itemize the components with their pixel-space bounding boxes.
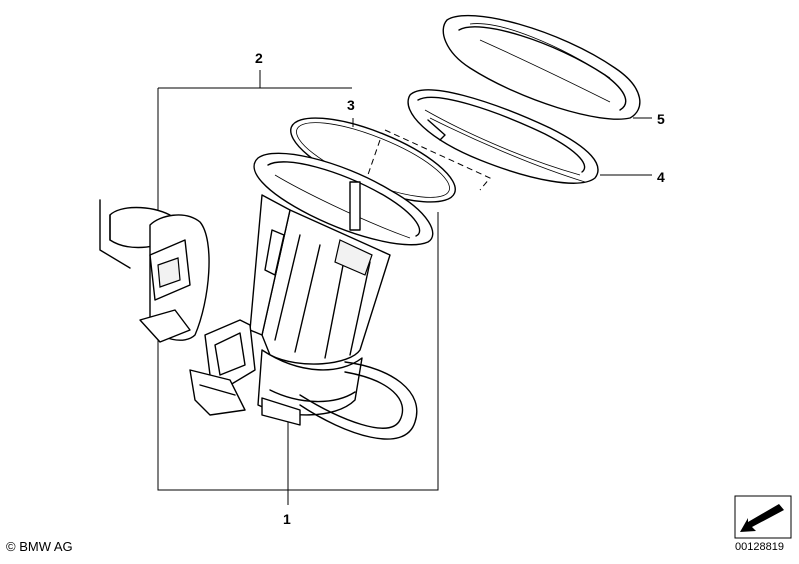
fuel-pump-flange[interactable] <box>253 152 434 246</box>
pump-side-bracket[interactable] <box>249 194 291 336</box>
callout-part-3: 3 <box>347 97 355 113</box>
level-sensor[interactable] <box>99 199 210 343</box>
callout-part-5: 5 <box>657 111 665 127</box>
copyright-text: © BMW AG <box>6 539 73 554</box>
pump-body[interactable] <box>261 181 391 365</box>
callout-part-2: 2 <box>255 50 263 66</box>
sealing-flange[interactable] <box>407 89 599 184</box>
lock-ring[interactable] <box>442 14 641 120</box>
callout-part-1: 1 <box>283 511 291 527</box>
fuel-hose[interactable] <box>299 361 418 440</box>
mounting-clip[interactable] <box>189 319 256 416</box>
filter-housing[interactable] <box>257 349 363 426</box>
leader-lines <box>287 117 652 505</box>
arrow-icon <box>734 495 792 539</box>
callout-part-4: 4 <box>657 169 665 185</box>
document-number: 00128819 <box>735 541 784 553</box>
